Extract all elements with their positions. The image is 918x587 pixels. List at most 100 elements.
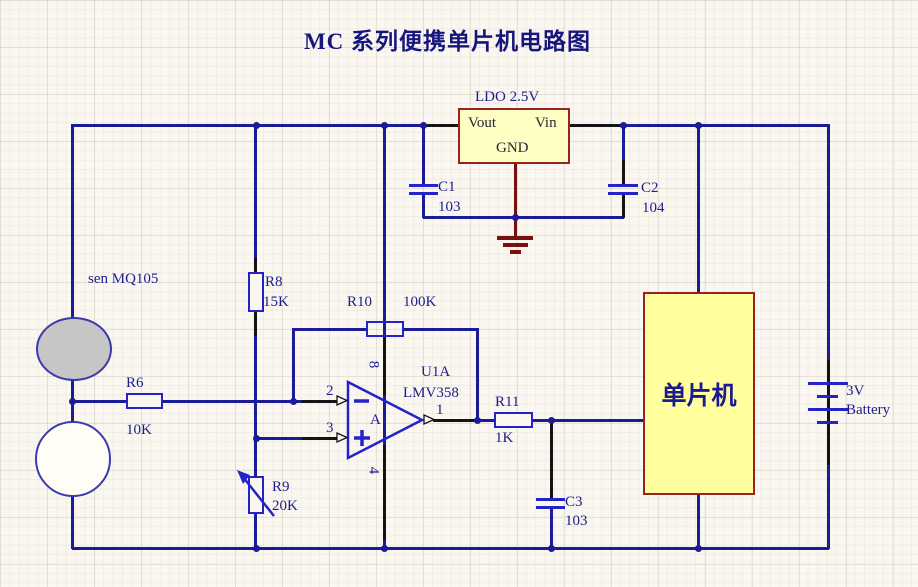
battery-voltage: 3V xyxy=(846,383,865,399)
capacitor-c1-plate xyxy=(409,192,438,195)
wire-bottom-rail xyxy=(72,547,829,550)
wire-supply-upper xyxy=(383,124,386,336)
wire-left-rail-upper xyxy=(71,124,74,320)
c2-value: 104 xyxy=(642,200,665,216)
pin-arrow-icon xyxy=(336,431,349,444)
wire-ldo-gnd-pin xyxy=(514,162,517,236)
junction-dot xyxy=(620,122,627,129)
junction-dot xyxy=(69,398,76,405)
wire-c2-top-stub xyxy=(622,160,625,185)
opamp-pin3-number: 3 xyxy=(326,420,334,436)
wire-c1-bottom xyxy=(422,195,425,218)
r6-value: 10K xyxy=(126,422,152,438)
battery-plate-short xyxy=(817,395,838,398)
wire-r8-to-pin3 xyxy=(254,336,257,439)
mcu-block xyxy=(643,292,755,495)
r8-value: 15K xyxy=(263,294,289,310)
wire-feedback-left xyxy=(292,328,295,403)
wire-c2-top xyxy=(622,124,625,160)
wire-pin1-stub xyxy=(433,419,478,422)
opamp-pin2-number: 2 xyxy=(326,383,334,399)
battery-plate-short xyxy=(817,421,838,424)
mcu-label: 单片机 xyxy=(661,383,737,410)
wire-divider-to-pin3 xyxy=(254,437,302,440)
wire-to-mcu xyxy=(551,419,646,422)
sensor-bottom-circle xyxy=(35,421,111,497)
r11-ref: R11 xyxy=(495,394,520,410)
wire-r8-bottom-stub xyxy=(254,312,257,336)
wire-battery-mid xyxy=(827,360,830,465)
r8-ref: R8 xyxy=(265,274,283,290)
opamp-pin1-number: 1 xyxy=(436,402,444,418)
wire-gnd-net xyxy=(423,216,624,219)
junction-dot xyxy=(512,214,519,221)
wire-battery-upper xyxy=(827,124,830,360)
resistor-r6 xyxy=(126,393,163,409)
opamp-gain-letter: A xyxy=(370,412,381,428)
pin-arrow-icon xyxy=(336,394,349,407)
ldo-pin-vout: Vout xyxy=(468,115,497,131)
wire-c3-top xyxy=(550,419,553,499)
opamp-ref: U1A xyxy=(421,364,451,380)
r9-ref: R9 xyxy=(272,479,290,495)
battery-plate-long xyxy=(808,382,848,385)
wire-left-rail-lower xyxy=(71,490,74,549)
wire-battery-lower xyxy=(827,465,830,549)
resistor-r10 xyxy=(366,321,404,337)
r11-value: 1K xyxy=(495,430,514,446)
ldo-title: LDO 2.5V xyxy=(475,89,540,105)
junction-dot xyxy=(548,545,555,552)
c3-value: 103 xyxy=(565,513,588,529)
r10-ref: R10 xyxy=(347,294,373,310)
resistor-r11 xyxy=(494,412,533,428)
sensor-top-ellipse xyxy=(36,317,112,381)
wire-mcu-bottom-pin xyxy=(697,493,700,549)
wire-c3-bottom xyxy=(550,508,553,549)
battery-label: Battery xyxy=(846,402,891,418)
resistor-r8 xyxy=(248,272,264,312)
wire-pin4-to-rail xyxy=(383,540,386,549)
capacitor-c3-plate xyxy=(536,506,565,509)
wire-top-rail-left xyxy=(72,124,424,127)
r10-value: 100K xyxy=(403,294,437,310)
battery-plate-long xyxy=(808,408,848,411)
resistor-r9-potentiometer xyxy=(248,476,264,514)
ldo-pin-gnd: GND xyxy=(496,140,529,156)
wire-r10-right-arm xyxy=(404,328,477,331)
capacitor-c3-plate xyxy=(536,498,565,501)
wire-r8-top xyxy=(254,124,257,258)
wire-pin3-stub xyxy=(302,437,337,440)
capacitor-c2-plate xyxy=(608,192,638,195)
junction-dot xyxy=(381,545,388,552)
wire-pin2-stub xyxy=(302,400,337,403)
junction-dot xyxy=(253,545,260,552)
wire-r10-left-arm xyxy=(292,328,366,331)
ldo-pin-vin: Vin xyxy=(535,115,557,131)
junction-dot xyxy=(420,122,427,129)
wire-c2-bottom-stub xyxy=(622,195,625,218)
wire-through-opamp xyxy=(383,395,386,445)
ldo-block xyxy=(458,108,570,164)
junction-dot xyxy=(695,545,702,552)
opamp-part: LMV358 xyxy=(403,385,459,401)
wire-ldo-vin-pin xyxy=(567,124,623,127)
c1-value: 103 xyxy=(438,199,461,215)
r9-value: 20K xyxy=(272,498,298,514)
wire-mcu-top-pin xyxy=(697,124,700,292)
junction-dot xyxy=(253,122,260,129)
junction-dot xyxy=(290,398,297,405)
opamp-pin8-number: 8 xyxy=(365,360,382,369)
r6-ref: R6 xyxy=(126,375,144,391)
wire-pin4 xyxy=(383,445,386,540)
c3-ref: C3 xyxy=(565,494,583,510)
c1-ref: C1 xyxy=(438,179,456,195)
wire-ldo-vout-pin xyxy=(424,124,459,127)
wire-pin8 xyxy=(383,336,386,395)
wire-top-rail-right xyxy=(623,124,829,127)
wire-feedback-right xyxy=(476,328,479,421)
wire-r8-top-stub xyxy=(254,258,257,274)
schematic-title: MC 系列便携单片机电路图 xyxy=(303,29,592,54)
junction-dot xyxy=(253,435,260,442)
